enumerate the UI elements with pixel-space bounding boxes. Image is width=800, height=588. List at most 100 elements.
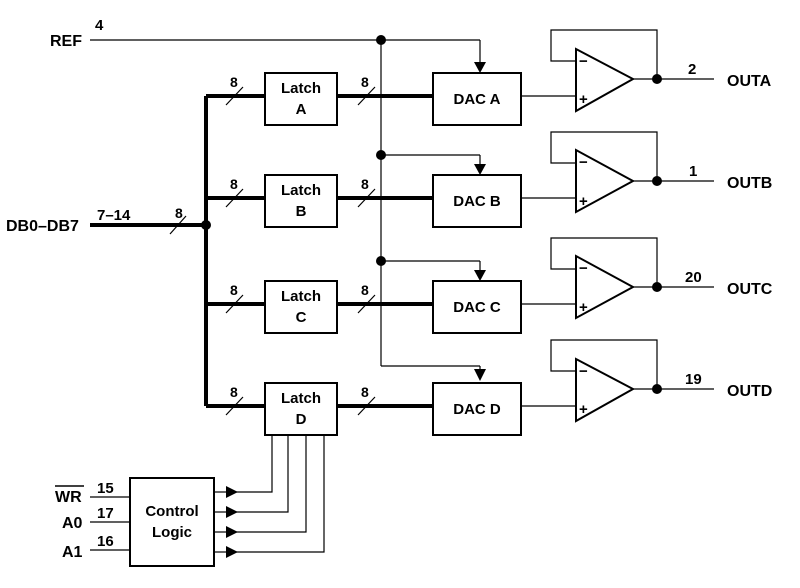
- latch-a-letter: A: [296, 101, 307, 118]
- amp-b-output-node: [652, 176, 662, 186]
- out-c-label: OUTC: [727, 281, 773, 298]
- a0-label: A0: [62, 515, 83, 532]
- control-logic-label-2: Logic: [152, 524, 192, 541]
- amp-a-feedback: [550, 29, 658, 79]
- bus-slash-latch-a-out: [357, 86, 376, 106]
- latch-d-label: Latch: [281, 390, 321, 407]
- data-bus-pins: 7–14: [97, 207, 131, 224]
- a1-label: A1: [62, 544, 83, 561]
- control-logic-label: Control: [145, 503, 198, 520]
- dac-d: [432, 382, 522, 436]
- latch-c-label: Latch: [281, 288, 321, 305]
- dac-b-label: DAC B: [453, 193, 501, 210]
- latch-c-letter: C: [296, 309, 307, 326]
- latch-c-enable-arrow: [226, 526, 238, 538]
- out-b-pin: 1: [689, 163, 697, 180]
- latch-a-enable-arrow: [226, 486, 238, 498]
- dac-a: [432, 72, 522, 126]
- amp-c-output-node: [652, 282, 662, 292]
- latch-b: [264, 174, 338, 228]
- latch-a-bus-out-width: 8: [361, 74, 369, 90]
- latch-b-enable-line: [228, 435, 289, 513]
- latch-d-enable-line: [228, 435, 325, 553]
- amp-c-minus: −: [579, 260, 588, 277]
- bus-slash-latch-b-in: [225, 188, 244, 208]
- amp-c-feedback: [550, 237, 658, 287]
- out-a-pin: 2: [688, 61, 696, 78]
- latch-d-bus-in-width: 8: [230, 384, 238, 400]
- dac-b: [432, 174, 522, 228]
- amp-a: [575, 47, 636, 113]
- bus-slash-latch-c-out: [357, 294, 376, 314]
- latch-c-bus-out-width: 8: [361, 282, 369, 298]
- latch-b-enable-arrow: [226, 506, 238, 518]
- latch-a-label: Latch: [281, 80, 321, 97]
- dac-d-label: DAC D: [453, 401, 501, 418]
- ref-label: REF: [50, 33, 82, 50]
- latch-c-bus-in-width: 8: [230, 282, 238, 298]
- out-b-label: OUTB: [727, 175, 772, 192]
- ref-arrow-dac-a: [474, 62, 486, 73]
- ref-pin: 4: [95, 17, 104, 34]
- control-logic-block: [129, 477, 215, 567]
- bus-slash-latch-a-in: [225, 86, 244, 106]
- ref-arrow-dac-c: [474, 270, 486, 281]
- channel-c: 8 Latch C 8 DAC C − + 20 OUTC: [206, 237, 773, 334]
- a1-pin: 16: [97, 533, 114, 550]
- latch-b-bus-out-width: 8: [361, 176, 369, 192]
- dac-c-label: DAC C: [453, 299, 501, 316]
- control-logic: Control Logic WR 15 A0 17 A1 16: [55, 435, 325, 567]
- ref-node-b: [376, 150, 386, 160]
- bus-slash-latch-c-in: [225, 294, 244, 314]
- wr-pin: 15: [97, 480, 114, 497]
- out-c-pin: 20: [685, 269, 702, 286]
- amp-d-plus: +: [579, 401, 588, 418]
- amp-d-feedback: [550, 339, 658, 389]
- latch-c: [264, 280, 338, 334]
- latch-d: [264, 382, 338, 436]
- ref-arrow-dac-b: [474, 164, 486, 175]
- latch-d-enable-arrow: [226, 546, 238, 558]
- out-d-label: OUTD: [727, 383, 772, 400]
- data-bus-width: 8: [175, 205, 183, 221]
- channel-d: 8 Latch D 8 DAC D − + 19 OUTD: [206, 339, 772, 436]
- amp-b-feedback: [550, 131, 658, 181]
- channel-b: 8 Latch B 8 DAC B − + 1 OUTB: [206, 131, 772, 228]
- amp-d: [575, 357, 636, 423]
- latch-b-label: Latch: [281, 182, 321, 199]
- amp-d-minus: −: [579, 363, 588, 380]
- channel-a: 8 Latch A 8 DAC A − + 2 OUTA: [206, 29, 772, 126]
- dac-a-label: DAC A: [454, 91, 501, 108]
- amp-b-plus: +: [579, 193, 588, 210]
- ref-arrow-dac-d: [474, 369, 486, 381]
- ref-node-c: [376, 256, 386, 266]
- latch-b-letter: B: [296, 203, 307, 220]
- a0-pin: 17: [97, 505, 114, 522]
- amp-a-output-node: [652, 74, 662, 84]
- amp-b: [575, 148, 636, 214]
- wr-label: WR: [55, 489, 82, 506]
- dac-c: [432, 280, 522, 334]
- latch-a: [264, 72, 338, 126]
- ref-node-a: [376, 35, 386, 45]
- latch-d-letter: D: [296, 411, 307, 428]
- amp-a-plus: +: [579, 91, 588, 108]
- amp-b-minus: −: [579, 154, 588, 171]
- bus-slash-latch-b-out: [357, 188, 376, 208]
- bus-slash-latch-d-out: [357, 396, 376, 416]
- data-bus-slash: [169, 215, 187, 235]
- latch-d-bus-out-width: 8: [361, 384, 369, 400]
- amp-c: [575, 254, 636, 320]
- bus-junction: [201, 220, 211, 230]
- out-a-label: OUTA: [727, 73, 772, 90]
- latch-c-enable-line: [228, 435, 307, 533]
- data-bus-input: DB0–DB7 7–14 8: [6, 96, 211, 406]
- latch-a-bus-in-width: 8: [230, 74, 238, 90]
- data-bus-label: DB0–DB7: [6, 218, 79, 235]
- bus-slash-latch-d-in: [225, 396, 244, 416]
- out-d-pin: 19: [685, 371, 702, 388]
- latch-a-enable-line: [228, 435, 273, 493]
- amp-c-plus: +: [579, 299, 588, 316]
- amp-d-output-node: [652, 384, 662, 394]
